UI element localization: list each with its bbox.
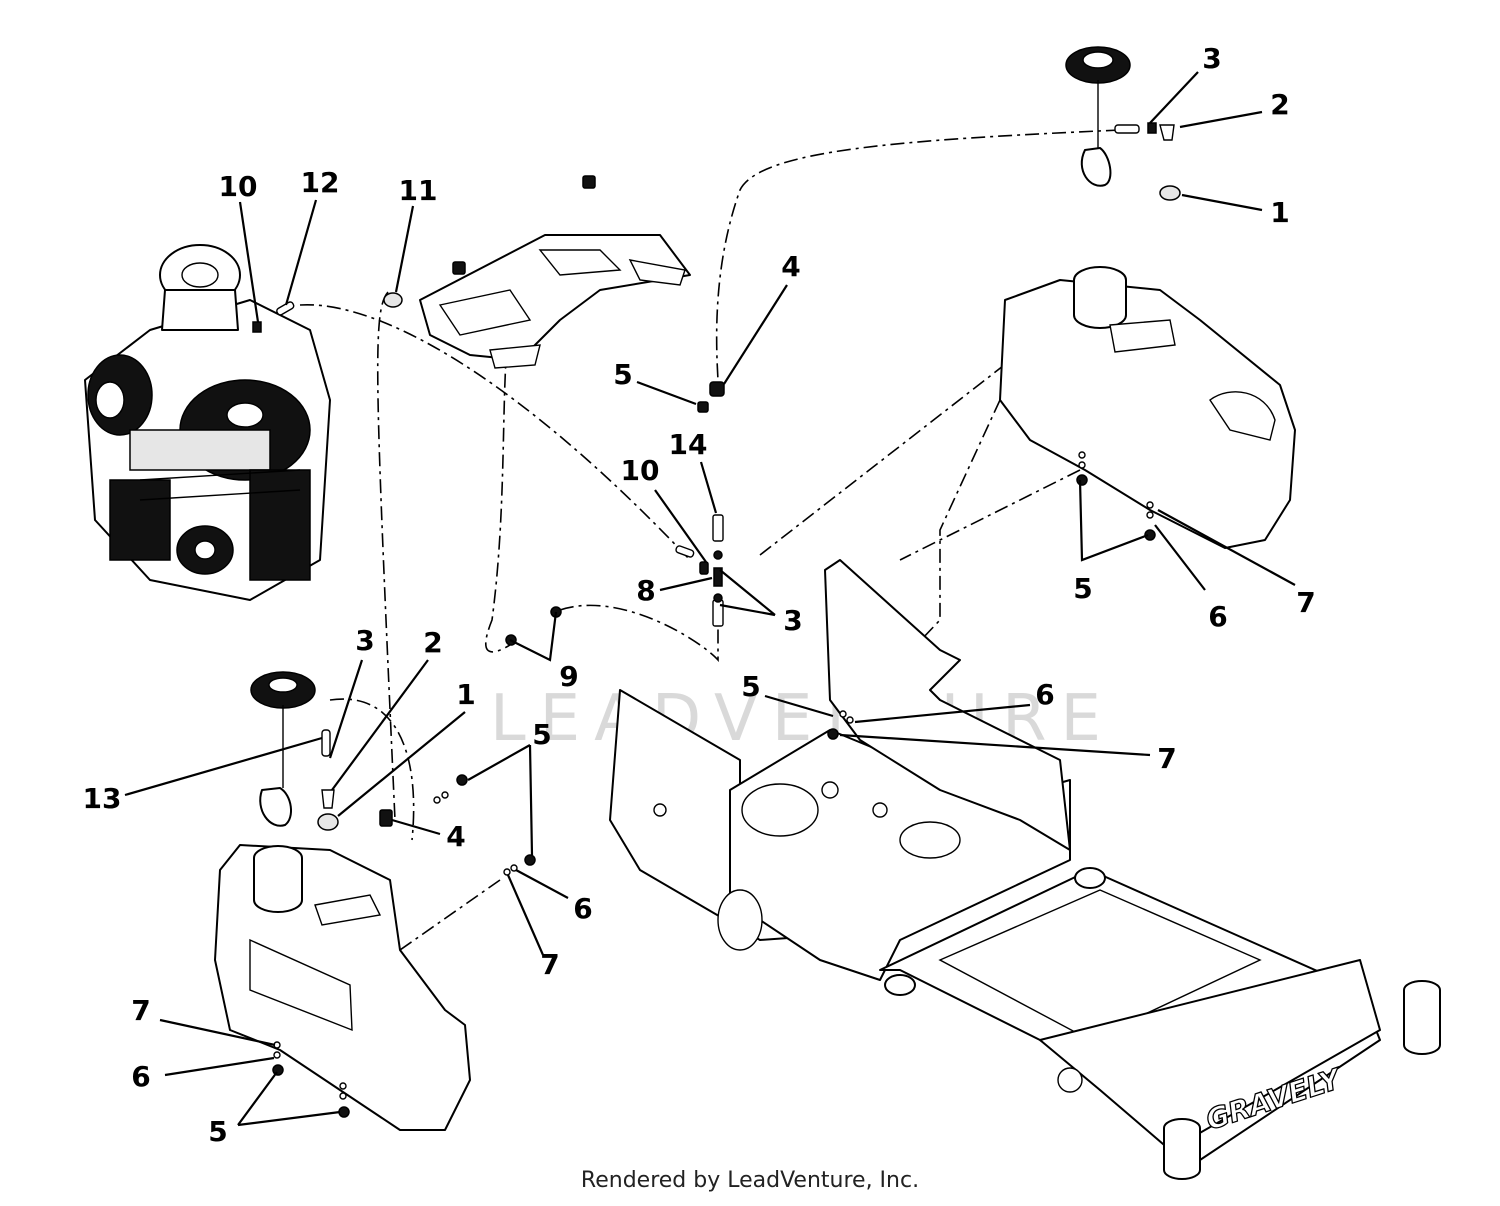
callout-5: 5 xyxy=(741,670,760,703)
mower-frame: GRAVELY xyxy=(609,559,1441,1180)
mounting-plate xyxy=(419,175,691,369)
engine-assembly xyxy=(84,244,331,601)
callout-14: 14 xyxy=(669,428,708,461)
cap-tether-left xyxy=(259,787,292,827)
callout-6: 6 xyxy=(1208,600,1227,633)
callout-1: 1 xyxy=(1270,196,1289,229)
callout-7: 7 xyxy=(131,994,150,1027)
callout-6: 6 xyxy=(573,892,592,925)
left-fuel-tank xyxy=(214,844,471,1131)
callout-6: 6 xyxy=(1035,678,1054,711)
callout-2: 2 xyxy=(423,626,442,659)
callout-5: 5 xyxy=(208,1115,227,1148)
right-fuel-tank xyxy=(999,266,1296,549)
callout-7: 7 xyxy=(1157,742,1176,775)
callout-5: 5 xyxy=(1073,572,1092,605)
callout-7: 7 xyxy=(1296,586,1315,619)
leader-lines xyxy=(124,71,1296,1127)
callout-11: 11 xyxy=(399,174,438,207)
callout-labels: 3 2 1 10 12 11 4 5 14 10 8 3 9 5 6 7 5 6… xyxy=(83,42,1316,1148)
callout-4: 4 xyxy=(781,250,800,283)
hardware-parts xyxy=(250,46,1181,1118)
callout-9: 9 xyxy=(559,660,578,693)
callout-12: 12 xyxy=(301,166,340,199)
callout-6: 6 xyxy=(131,1060,150,1093)
callout-3: 3 xyxy=(1202,42,1221,75)
callout-13: 13 xyxy=(83,782,122,815)
callout-10: 10 xyxy=(621,454,660,487)
callout-8: 8 xyxy=(636,574,655,607)
callout-2: 2 xyxy=(1270,88,1289,121)
callout-1: 1 xyxy=(456,678,475,711)
credit-text: Rendered by LeadVenture, Inc. xyxy=(580,1168,920,1193)
callout-5: 5 xyxy=(532,718,551,751)
cap-tether-top xyxy=(1080,147,1112,187)
callout-7: 7 xyxy=(540,948,559,981)
callout-5: 5 xyxy=(613,358,632,391)
callout-3: 3 xyxy=(355,624,374,657)
callout-4: 4 xyxy=(446,820,465,853)
callout-10: 10 xyxy=(219,170,258,203)
callout-3: 3 xyxy=(783,604,802,637)
